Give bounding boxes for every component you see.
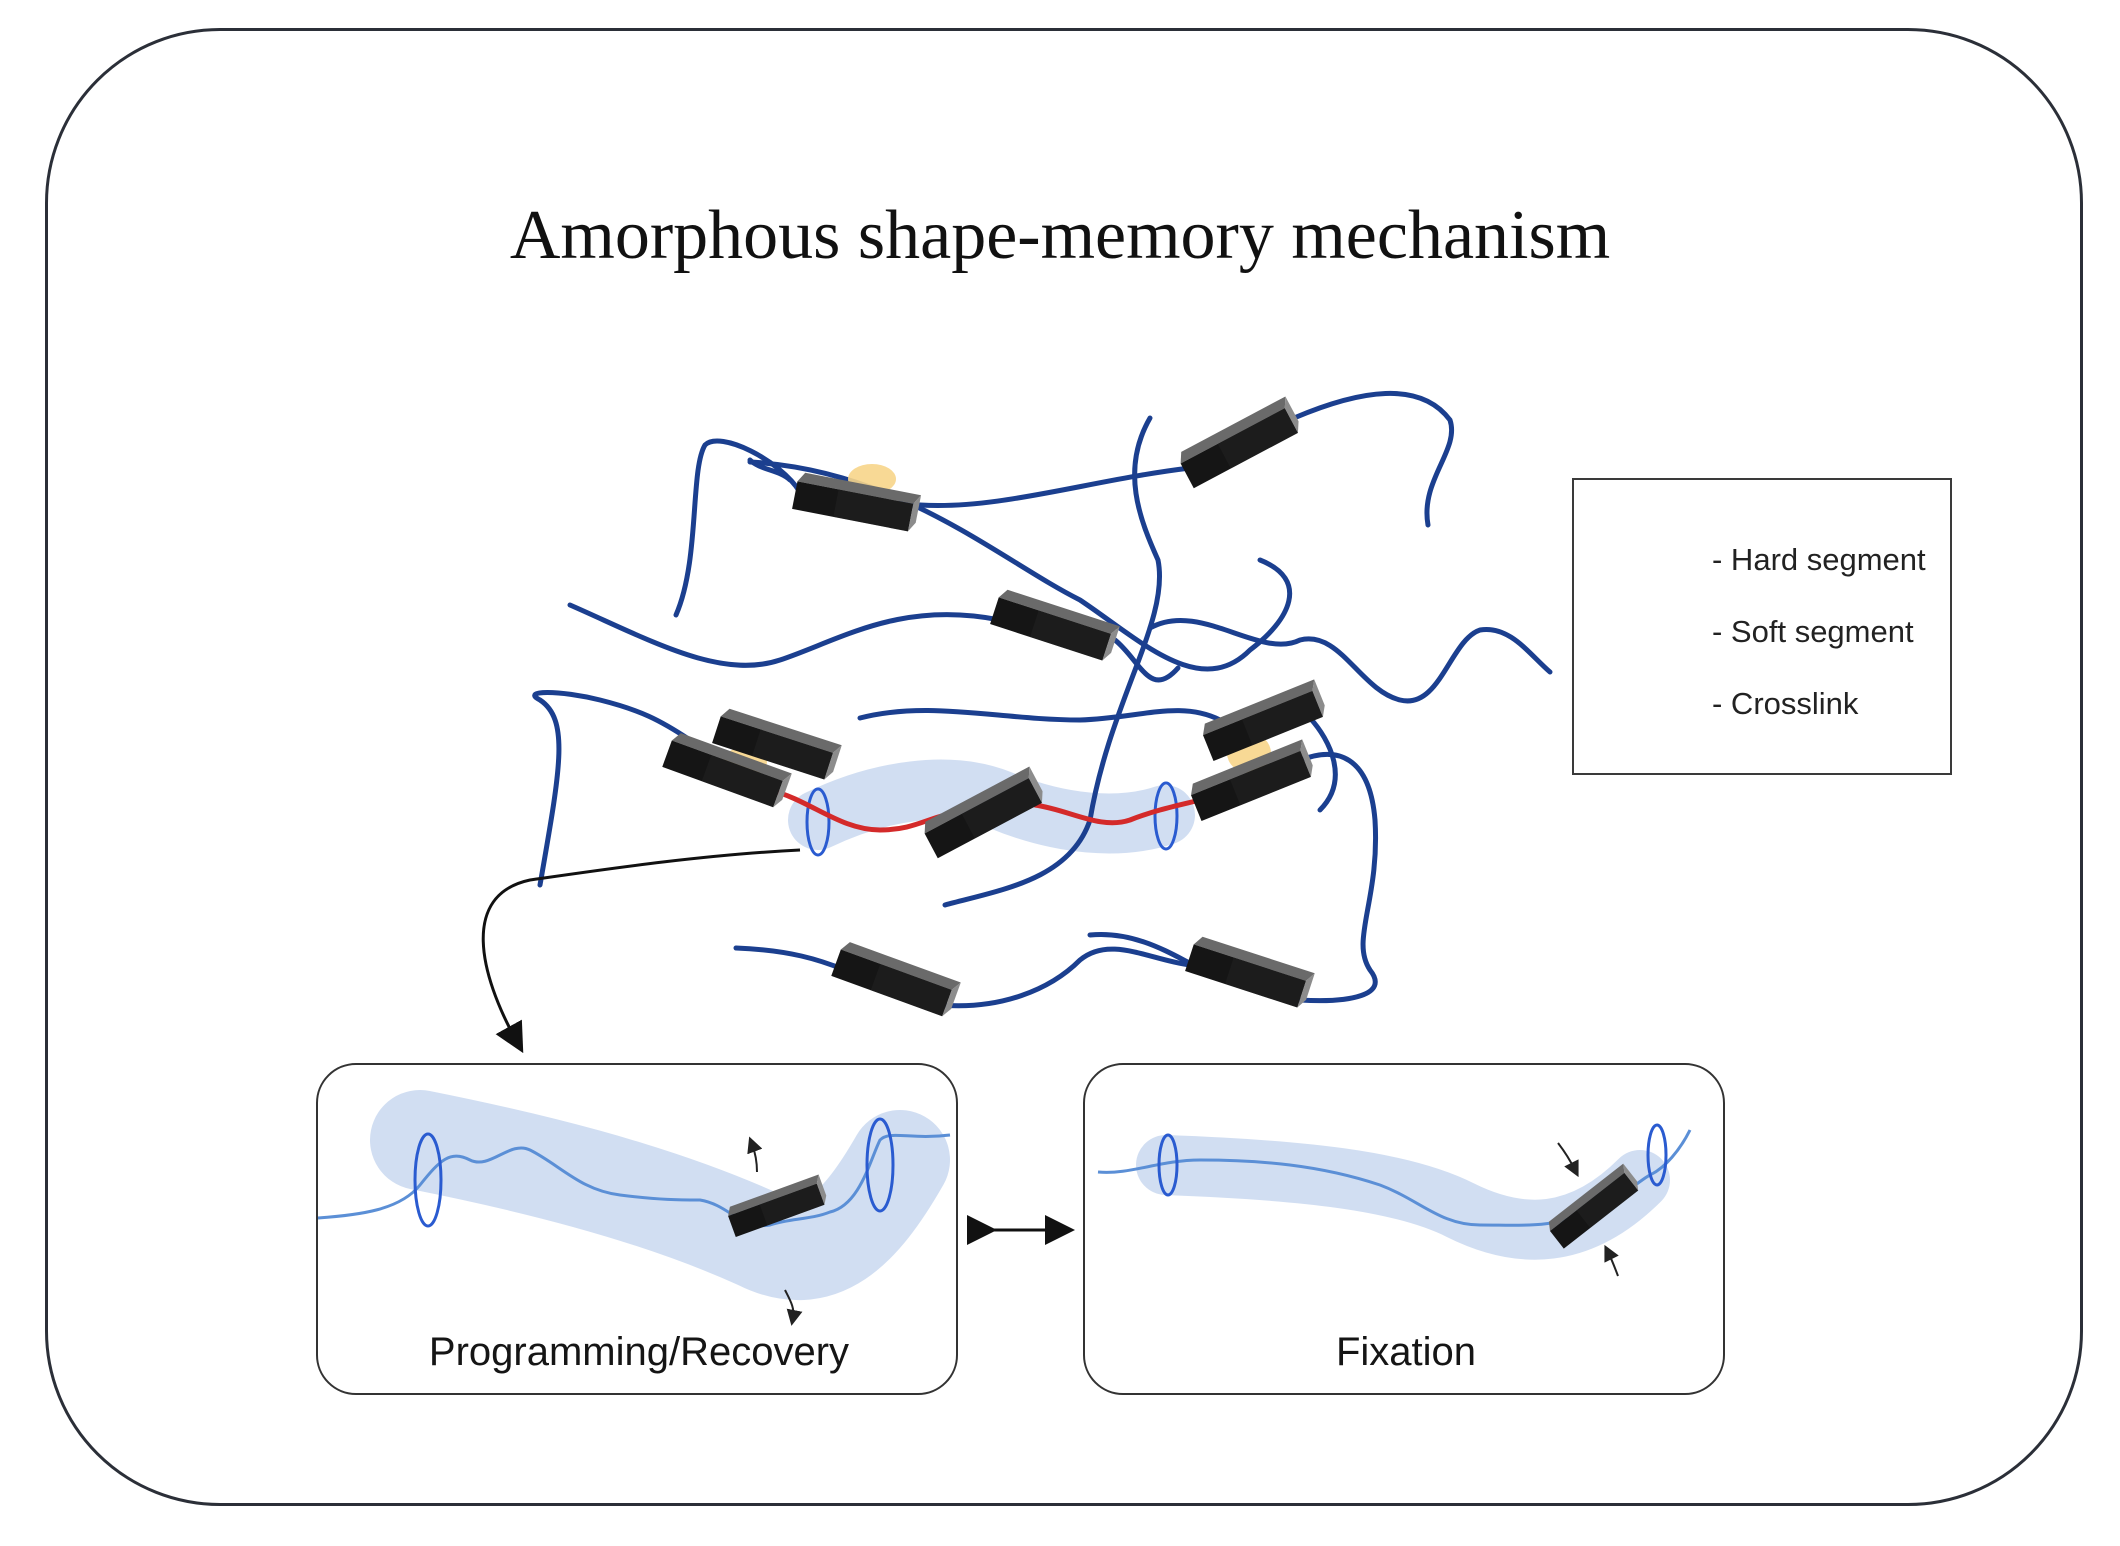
legend-crosslink-label: - Crosslink: [1712, 686, 1859, 721]
small-arrow: [747, 1136, 763, 1173]
soft-chain: [567, 602, 1003, 668]
panel-programming-recovery: Programming/Recovery: [316, 1063, 958, 1395]
soft-chain: [857, 707, 1223, 723]
highlighted-chain: [767, 787, 948, 833]
highlighted-chain: [1032, 797, 1203, 826]
soft-chain: [733, 945, 848, 973]
soft-chain: [1291, 391, 1455, 528]
legend-soft-segment-label: - Soft segment: [1712, 614, 1914, 649]
soft-chain: [937, 946, 1193, 1009]
tube-end-left: [805, 787, 831, 857]
hard-segments: [662, 396, 1329, 1019]
soft-segment-chains: [532, 391, 1553, 1009]
soft-chain: [942, 415, 1162, 908]
panel-left-graphic: [317, 1090, 951, 1326]
hard-segment: [990, 587, 1120, 663]
hard-segment: [831, 940, 961, 1019]
small-arrow: [784, 1289, 803, 1326]
panel-left-label: Programming/Recovery: [428, 1330, 850, 1374]
panel-fixation: Fixation: [1083, 1063, 1725, 1395]
panel-chain: [1097, 1129, 1692, 1227]
small-arrow: [1604, 1244, 1619, 1277]
hard-segment: [1175, 396, 1304, 489]
soft-chain: [1287, 752, 1379, 1004]
legend-hard-segment-label: - Hard segment: [1712, 542, 1926, 577]
soft-chain: [917, 465, 1193, 509]
soft-chain: [747, 457, 793, 483]
tube-end-right: [1153, 781, 1179, 851]
soft-chain: [1147, 617, 1553, 704]
panel-right-graphic: [1097, 1123, 1692, 1277]
legend-box: - Hard segment - Soft segment - Crosslin…: [1572, 478, 1952, 775]
small-arrow: [1557, 1142, 1579, 1178]
soft-chain: [1307, 715, 1338, 813]
diagram-title: Amorphous shape-memory mechanism: [509, 197, 1611, 274]
callout-arrow: [481, 848, 801, 1054]
hard-segment: [1185, 934, 1315, 1010]
outer-frame: [45, 28, 2083, 1506]
panel-right-label: Fixation: [1335, 1330, 1477, 1374]
soft-chain: [1112, 637, 1181, 683]
